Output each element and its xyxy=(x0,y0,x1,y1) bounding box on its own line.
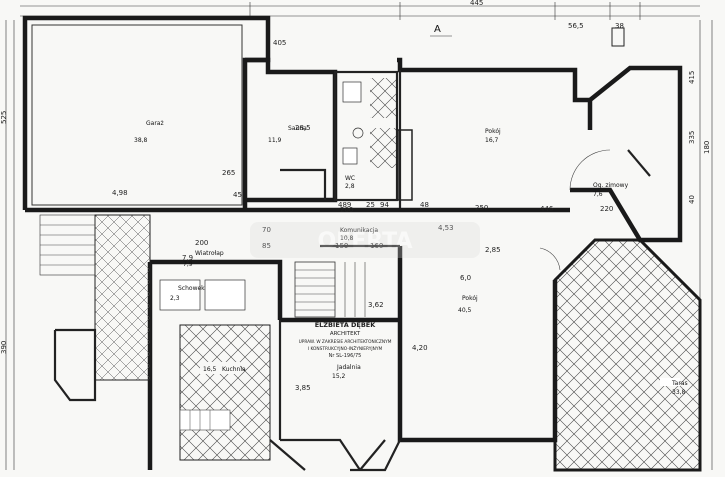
svg-text:3,85: 3,85 xyxy=(295,384,311,392)
svg-text:Schowek: Schowek xyxy=(178,285,205,292)
svg-text:48: 48 xyxy=(420,201,429,209)
stamp-line2: I KONSTRUKCYJNO-INŻYNIERYJNYM xyxy=(308,345,383,352)
left-dimension-line: 525 390 xyxy=(0,20,15,470)
stamp-number: Nr SL-196/75 xyxy=(329,353,362,359)
svg-text:Kuchnia: Kuchnia xyxy=(222,366,246,373)
svg-text:Og. zimowy: Og. zimowy xyxy=(593,182,629,189)
svg-text:11,9: 11,9 xyxy=(268,137,282,144)
svg-text:2,8: 2,8 xyxy=(345,183,355,190)
bottom-diagonal-walls xyxy=(269,439,386,471)
dim-top-2: 56,5 xyxy=(568,22,584,30)
dim-top-1: 445 xyxy=(470,0,483,7)
sauna-walls xyxy=(245,57,338,203)
svg-text:OFERTA: OFERTA xyxy=(317,229,412,254)
svg-text:7,6: 7,6 xyxy=(593,191,603,198)
svg-text:405: 405 xyxy=(273,39,286,47)
svg-text:446: 446 xyxy=(540,205,554,213)
svg-text:94: 94 xyxy=(380,201,389,209)
svg-text:250: 250 xyxy=(475,204,488,212)
svg-text:265: 265 xyxy=(222,169,235,177)
svg-text:16,7: 16,7 xyxy=(485,137,499,144)
svg-text:25: 25 xyxy=(366,201,375,209)
room-label-pokoj-dzienny: Pokój 40,5 xyxy=(458,295,478,314)
svg-text:Pokój: Pokój xyxy=(485,128,501,135)
room-label-kuchnia: Kuchnia 16,5 xyxy=(200,362,246,374)
entrance-hatch xyxy=(39,214,151,402)
svg-text:70: 70 xyxy=(262,226,271,234)
svg-text:45: 45 xyxy=(233,191,242,199)
wc-walls xyxy=(333,70,399,202)
svg-text:7,9: 7,9 xyxy=(182,254,193,262)
svg-text:Garaż: Garaż xyxy=(146,120,164,127)
svg-text:220: 220 xyxy=(600,205,613,213)
svg-text:2,3: 2,3 xyxy=(170,295,180,302)
room-label-taras: Taras 33,8 xyxy=(671,380,688,396)
svg-text:16,5: 16,5 xyxy=(203,366,217,373)
room-label-wiatrolap: Wiatrołap 7,9 xyxy=(183,250,224,268)
svg-text:WC: WC xyxy=(345,175,355,182)
room-label-ogrod-zimowy: Og. zimowy 7,6 xyxy=(593,182,629,198)
svg-text:3,62: 3,62 xyxy=(368,301,384,309)
room-label-sauna: Sauna 11,9 xyxy=(268,125,307,144)
svg-text:4,20: 4,20 xyxy=(412,344,428,352)
stairs xyxy=(294,261,366,318)
svg-text:28,5: 28,5 xyxy=(295,124,311,132)
svg-text:200: 200 xyxy=(340,206,353,214)
svg-text:200: 200 xyxy=(195,239,208,247)
pokoj-walls xyxy=(397,57,593,210)
stamp-name: ELŻBIETA DĘBEK xyxy=(315,320,377,329)
svg-text:40: 40 xyxy=(688,195,696,204)
room-label-garage: Garaż 38,8 xyxy=(134,120,164,144)
svg-text:Wiatrołap: Wiatrołap xyxy=(195,250,224,257)
svg-text:160: 160 xyxy=(370,242,383,250)
watermark: OFERTA xyxy=(250,222,480,258)
mid-walls xyxy=(245,207,570,248)
svg-text:489: 489 xyxy=(338,201,351,209)
svg-text:Sauna: Sauna xyxy=(288,125,307,132)
dimension-labels: 4,98 265 250 446 220 200 85 45 70 489 25… xyxy=(112,39,613,392)
svg-text:4,98: 4,98 xyxy=(112,189,128,197)
room-label-komunikacja: Komunikacja 10,8 xyxy=(340,227,378,242)
room-label-pokoj: Pokój 16,7 xyxy=(485,128,501,144)
section-marker: A xyxy=(430,24,625,47)
svg-text:15,2: 15,2 xyxy=(332,373,346,380)
stamp-line1: UPRAW. W ZAKRESIE ARCHITEKTONICZNYM xyxy=(299,339,392,345)
garage-walls xyxy=(22,15,271,213)
svg-text:150: 150 xyxy=(335,242,348,250)
living-room-walls xyxy=(350,246,561,472)
architect-stamp: ELŻBIETA DĘBEK ARCHITEKT UPRAW. W ZAKRES… xyxy=(299,320,392,359)
svg-text:4,53: 4,53 xyxy=(438,224,454,232)
svg-text:10,8: 10,8 xyxy=(340,235,354,242)
svg-text:2,85: 2,85 xyxy=(485,246,501,254)
winter-garden-walls xyxy=(569,65,683,243)
dim-left-1: 525 xyxy=(0,111,8,124)
svg-text:415: 415 xyxy=(688,71,696,84)
svg-text:180: 180 xyxy=(703,141,711,154)
svg-text:85: 85 xyxy=(262,242,271,250)
svg-text:Komunikacja: Komunikacja xyxy=(340,227,378,234)
dim-top-3: 38 xyxy=(615,22,624,30)
room-label-jadalnia: Jadalnia 15,2 xyxy=(332,364,361,380)
svg-text:6,0: 6,0 xyxy=(460,274,471,282)
terrace xyxy=(553,238,702,472)
svg-text:335: 335 xyxy=(688,131,696,144)
svg-text:A: A xyxy=(434,24,441,35)
svg-text:38,8: 38,8 xyxy=(134,137,148,144)
room-label-wc: WC 2,8 xyxy=(345,175,355,190)
kitchen-area xyxy=(147,259,283,470)
stamp-title: ARCHITEKT xyxy=(330,331,361,337)
svg-text:Jadalnia: Jadalnia xyxy=(336,364,361,371)
svg-text:33,8: 33,8 xyxy=(672,389,686,396)
svg-text:40,5: 40,5 xyxy=(458,307,472,314)
svg-text:7,9: 7,9 xyxy=(183,261,193,268)
svg-text:Taras: Taras xyxy=(671,380,688,387)
dim-left-2: 390 xyxy=(0,341,8,354)
dining-walls xyxy=(278,317,400,471)
svg-text:Pokój: Pokój xyxy=(462,295,478,302)
room-label-schowek: Schowek 2,3 xyxy=(170,285,205,302)
